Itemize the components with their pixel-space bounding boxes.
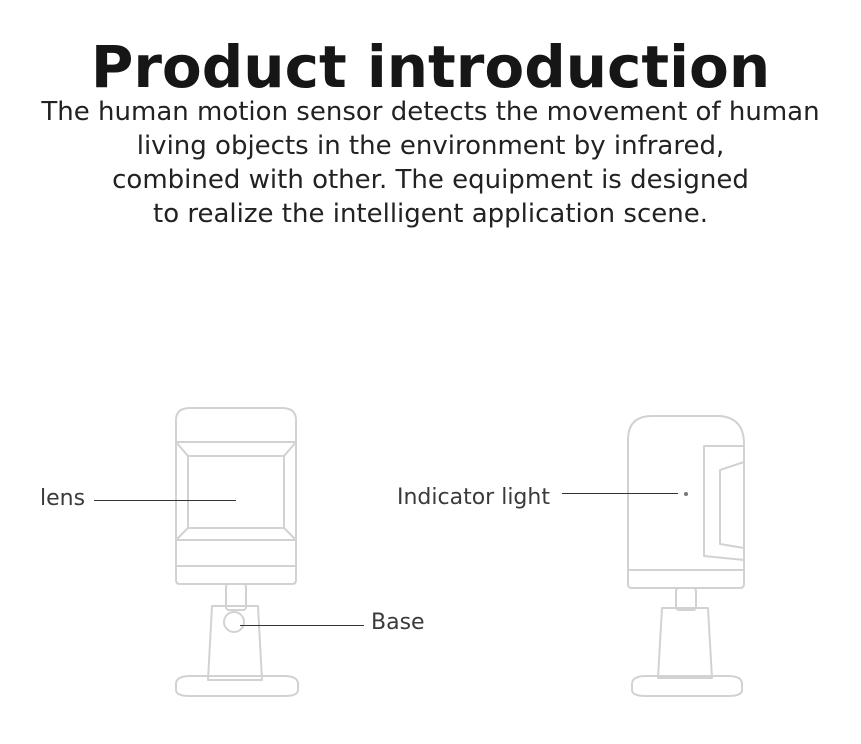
description-line-3: combined with other. The equipment is de… <box>112 165 749 195</box>
callout-indicator-light: Indicator light <box>397 485 550 510</box>
leader-line-base <box>240 625 364 626</box>
description-line-1: The human motion sensor detects the move… <box>41 97 820 127</box>
leader-line-indicator <box>562 493 678 494</box>
description-line-2: living objects in the environment by inf… <box>136 131 725 161</box>
callout-lens: lens <box>40 486 86 511</box>
indicator-light-dot <box>684 492 688 496</box>
leader-line-lens <box>94 500 236 501</box>
callout-base: Base <box>371 610 425 635</box>
product-description: The human motion sensor detects the move… <box>0 95 861 231</box>
description-line-4: to realize the intelligent application s… <box>153 199 708 229</box>
page-title: Product introduction <box>90 32 771 101</box>
